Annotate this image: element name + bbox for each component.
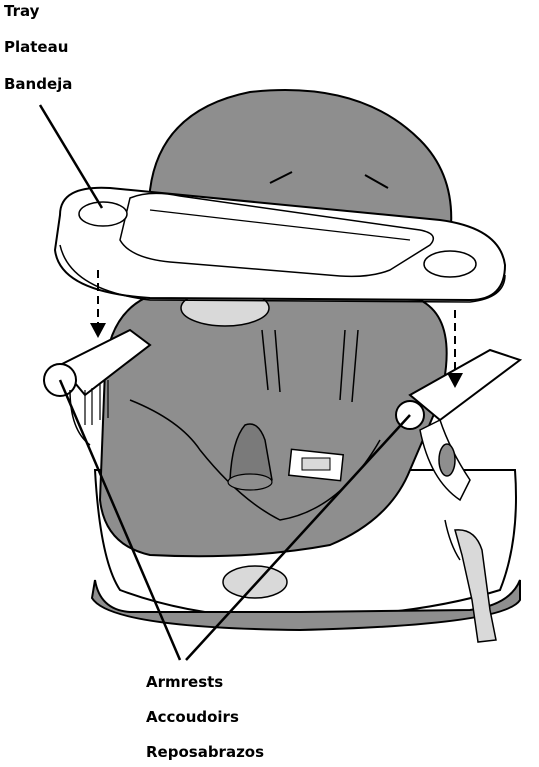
armrests-label-french: Accoudoirs (146, 708, 239, 726)
tray-label-spanish: Bandeja (4, 75, 72, 93)
armrests-label-english: Armrests (146, 673, 223, 691)
tray-label-english: Tray (4, 2, 39, 20)
tray-label-french: Plateau (4, 38, 68, 56)
armrests-label-spanish: Reposabrazos (146, 743, 264, 761)
